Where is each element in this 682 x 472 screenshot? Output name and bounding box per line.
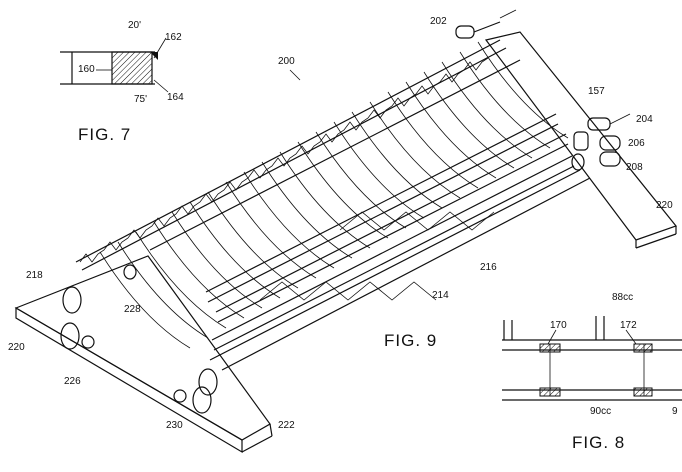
fig8-label-172: 172 <box>620 320 637 331</box>
fig7-label-160: 160 <box>78 64 95 75</box>
fig9-label-157: 157 <box>588 86 605 97</box>
fig9-label-208: 208 <box>626 162 643 173</box>
fig8-label-90cc: 90cc <box>590 406 611 417</box>
fig7-detail <box>60 37 169 93</box>
fig9-label-228: 228 <box>124 304 141 315</box>
fig9-label-200: 200 <box>278 56 295 67</box>
fig9-label-204: 204 <box>636 114 653 125</box>
fig9-label-206: 206 <box>628 138 645 149</box>
fig7-label-20: 20' <box>128 20 141 31</box>
fig9-label-218: 218 <box>26 270 43 281</box>
fig9-label-220-left: 220 <box>8 342 25 353</box>
fig8-label-88cc: 88cc <box>612 292 633 303</box>
fig8-label-170: 170 <box>550 320 567 331</box>
fig7-label-162: 162 <box>165 32 182 43</box>
fig8-label-9: 9 <box>672 406 678 417</box>
fig9-label-202: 202 <box>430 16 447 27</box>
fig9-assembly <box>14 9 677 454</box>
fig9-label-226: 226 <box>64 376 81 387</box>
fig7-label-75: 75' <box>134 94 147 105</box>
fig7-caption: FIG. 7 <box>78 125 131 144</box>
fig9-label-220-right: 220 <box>656 200 673 211</box>
fig9-label-216: 216 <box>480 262 497 273</box>
fig9-label-214: 214 <box>432 290 449 301</box>
fig9-caption: FIG. 9 <box>384 331 437 350</box>
fig8-detail <box>502 316 682 401</box>
fig9-label-230: 230 <box>166 420 183 431</box>
fig8-caption: FIG. 8 <box>572 433 625 452</box>
fig9-label-222: 222 <box>278 420 295 431</box>
fig7-label-164: 164 <box>167 92 184 103</box>
